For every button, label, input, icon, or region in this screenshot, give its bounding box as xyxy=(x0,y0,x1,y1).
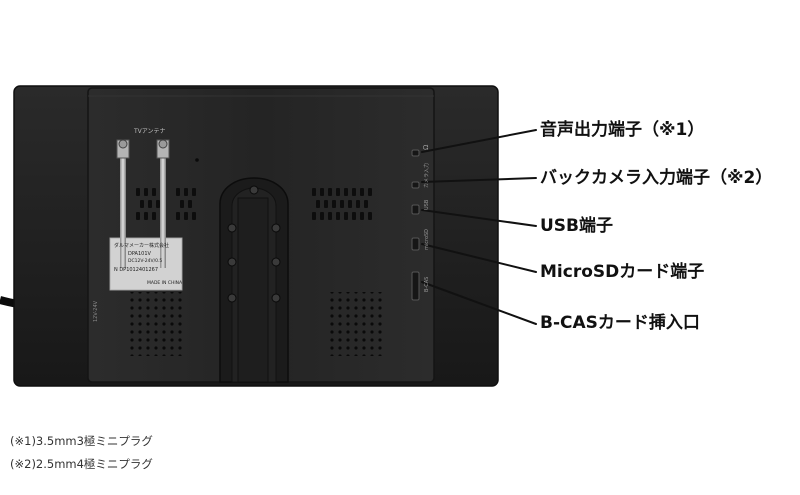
speaker-grille-left xyxy=(128,292,184,356)
port-mark-camera: カメラ入力 xyxy=(423,163,430,188)
sticker-maker: ダルマメーカー株式会社 xyxy=(114,242,169,249)
sticker-origin: MADE IN CHINA xyxy=(147,280,183,286)
indicator-hole xyxy=(195,158,199,162)
port-mark-audio: Ω xyxy=(422,144,430,150)
port-strip xyxy=(411,149,420,301)
antenna-print: TVアンテナ xyxy=(133,128,166,135)
tv-antenna-right xyxy=(156,139,170,268)
port-mark-usb: USB xyxy=(424,199,430,210)
power-mark: 12V-24V xyxy=(93,300,99,322)
right-vent xyxy=(312,188,372,220)
callout-bcas-slot: B-CASカード挿入口 xyxy=(540,313,700,333)
tv-antenna-left xyxy=(116,139,130,268)
footnote-1: (※1)3.5mm3極ミニプラグ xyxy=(10,434,153,448)
callout-lines xyxy=(421,129,537,325)
sticker-model: DPA101V xyxy=(128,251,152,257)
callout-microsd: MicroSDカード端子 xyxy=(540,262,705,282)
port-mark-bcas: B-CAS xyxy=(424,277,430,292)
speaker-grille-right xyxy=(326,292,382,356)
callout-audio-output: 音声出力端子（※1） xyxy=(540,120,705,140)
left-vent xyxy=(136,188,196,220)
sticker-serial: N DP1012401267 xyxy=(114,267,158,273)
mount-bracket xyxy=(219,177,289,383)
footnote-2: (※2)2.5mm4極ミニプラグ xyxy=(10,457,153,471)
callout-back-camera-input: バックカメラ入力端子（※2） xyxy=(540,168,773,188)
callout-usb: USB端子 xyxy=(540,216,614,236)
port-mark-microsd: microSD xyxy=(424,229,430,250)
sticker-power: DC12V-24V/0.5 xyxy=(128,258,162,264)
